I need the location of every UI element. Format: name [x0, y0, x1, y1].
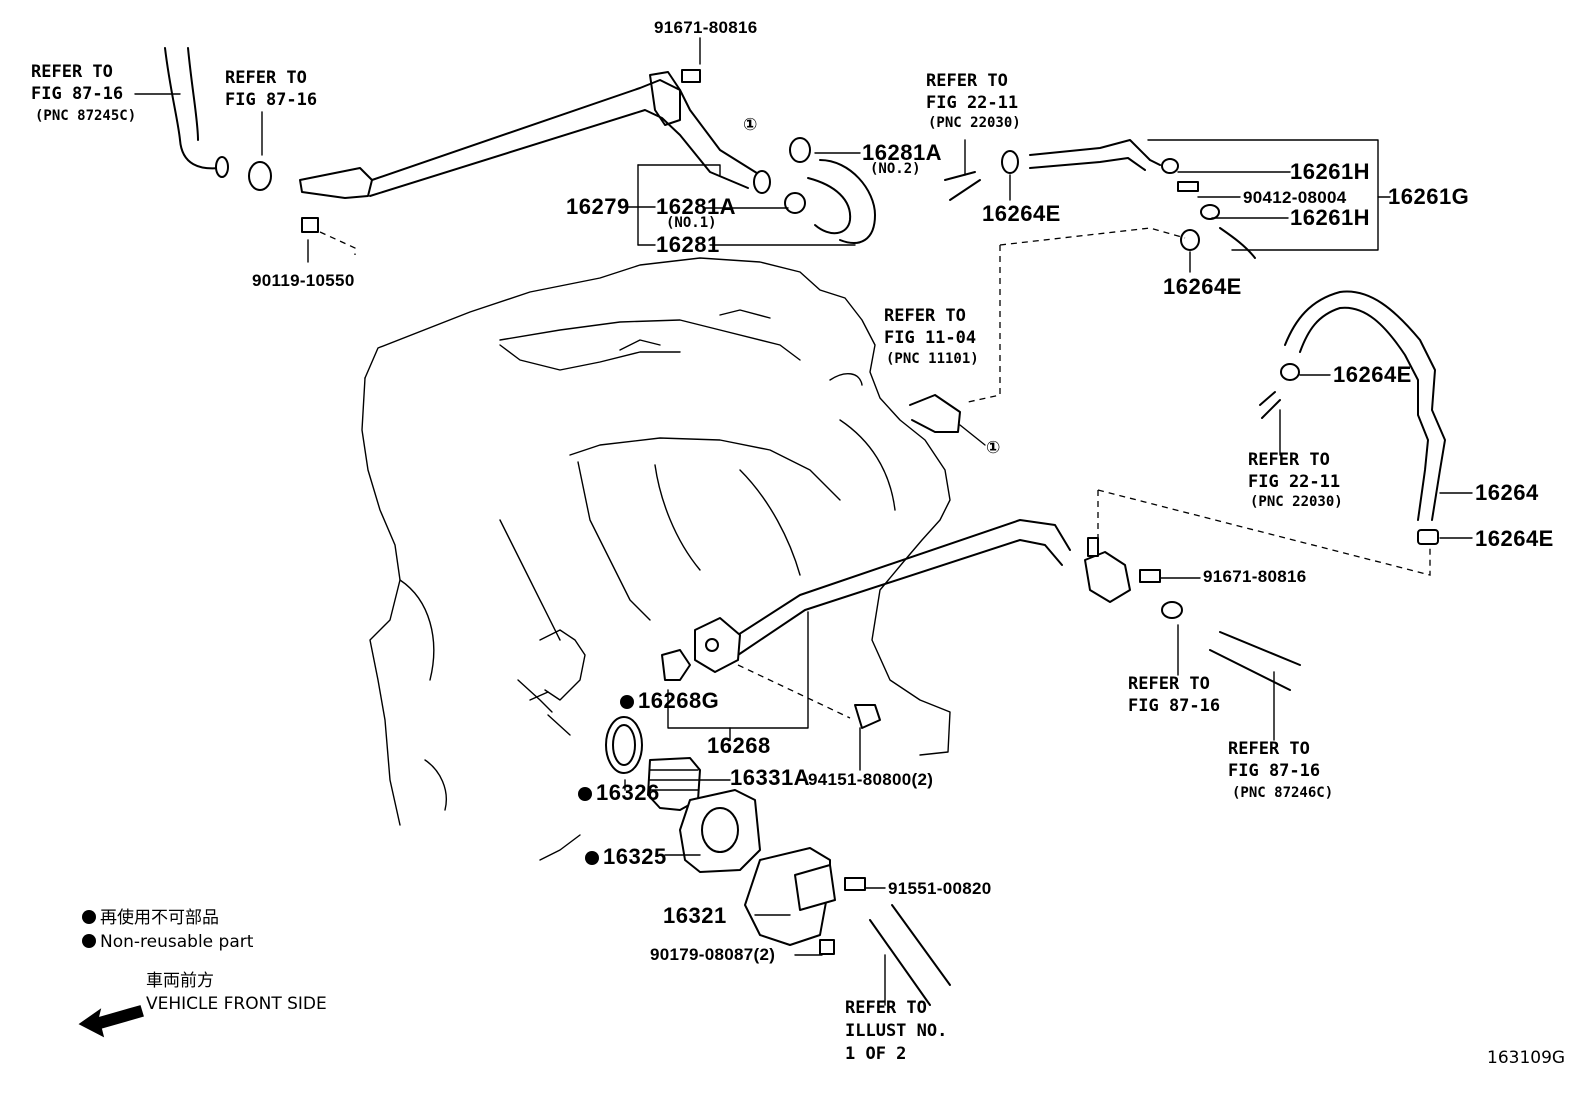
legend-nonreusable-en: Non-reusable part — [82, 934, 253, 951]
part-16321[interactable]: 16321 — [663, 903, 727, 928]
legend-nonreusable-jp: 再使用不可部品 — [82, 910, 219, 927]
ref7-line3: (PNC 87246C) — [1232, 785, 1334, 801]
ref3-line3: (PNC 22030) — [928, 115, 1021, 131]
part-16264e-mid[interactable]: 16264E — [1163, 274, 1242, 299]
part-16279[interactable]: 16279 — [566, 194, 630, 219]
ref2-line1: REFER TO — [225, 68, 307, 88]
part-16264e-top[interactable]: 16264E — [982, 201, 1061, 226]
part-16325[interactable]: 16325 — [585, 846, 667, 868]
front-arrow — [78, 1005, 144, 1038]
ref6-line1: REFER TO — [1128, 674, 1210, 694]
part-16261h-upper[interactable]: 16261H — [1290, 159, 1371, 184]
part-16261h-lower[interactable]: 16261H — [1290, 205, 1371, 230]
ref8-line1: REFER TO — [845, 998, 927, 1018]
part-16268g[interactable]: 16268G — [620, 690, 719, 712]
ref2-line2: FIG 87-16 — [225, 90, 318, 110]
lower-bypass-pipe — [605, 394, 1301, 1006]
figure-id: 163109G — [1487, 1048, 1566, 1068]
ref6-line2: FIG 87-16 — [1128, 696, 1221, 716]
part-16264e-side[interactable]: 16264E — [1333, 362, 1412, 387]
ref-circle-1-mid: ① — [986, 438, 1001, 457]
part-90412-08004[interactable]: 90412-08004 — [1243, 188, 1347, 207]
part-90119-10550[interactable]: 90119-10550 — [252, 271, 355, 290]
part-16281a-no1[interactable]: 16281A — [656, 194, 737, 219]
part-94151-80800[interactable]: 94151-80800(2) — [808, 770, 934, 789]
part-16268[interactable]: 16268 — [707, 733, 771, 758]
ref4-line3: (PNC 11101) — [886, 351, 979, 367]
ref3-line1: REFER TO — [926, 71, 1008, 91]
part-16264[interactable]: 16264 — [1475, 480, 1539, 505]
ref5-line1: REFER TO — [1248, 450, 1330, 470]
part-91551-00820[interactable]: 91551-00820 — [888, 879, 992, 898]
leader-lines — [134, 37, 1473, 1006]
part-16264e-bottom[interactable]: 16264E — [1475, 526, 1554, 551]
part-90179-08087[interactable]: 90179-08087(2) — [650, 945, 776, 964]
part-16281a-no2[interactable]: 16281A — [862, 140, 943, 165]
ref4-line1: REFER TO — [884, 306, 966, 326]
ref4-line2: FIG 11-04 — [884, 328, 977, 348]
ref8-line3: 1 OF 2 — [845, 1044, 907, 1064]
right-hose — [1259, 290, 1446, 545]
upper-bypass-pipe — [164, 47, 876, 244]
ref1-line1: REFER TO — [31, 62, 113, 82]
ref7-line2: FIG 87-16 — [1228, 761, 1321, 781]
part-16261g[interactable]: 16261G — [1388, 184, 1470, 209]
part-91671-80816-mid[interactable]: 91671-80816 — [1203, 567, 1307, 586]
ref7-line1: REFER TO — [1228, 739, 1310, 759]
legend-front-jp: 車両前方 — [146, 971, 214, 991]
ref5-line2: FIG 22-11 — [1248, 472, 1341, 492]
part-16331a[interactable]: 16331A — [730, 765, 811, 790]
legend-front-en: VEHICLE FRONT SIDE — [146, 994, 327, 1014]
part-16281[interactable]: 16281 — [656, 232, 720, 257]
part-91671-80816-top[interactable]: 91671-80816 — [654, 18, 758, 37]
label-no1: (NO.1) — [666, 215, 717, 231]
ref8-line2: ILLUST NO. — [845, 1021, 948, 1041]
ref-circle-1-top: ① — [743, 115, 758, 134]
ref1-line2: FIG 87-16 — [31, 84, 124, 104]
ref3-line2: FIG 22-11 — [926, 93, 1019, 113]
upper-right-hoses — [944, 139, 1256, 259]
engine-block — [361, 257, 951, 861]
ref5-line3: (PNC 22030) — [1250, 494, 1343, 510]
ref1-line3: (PNC 87245C) — [35, 108, 137, 124]
part-16326[interactable]: 16326 — [578, 782, 660, 804]
label-no2: (NO.2) — [870, 161, 921, 177]
